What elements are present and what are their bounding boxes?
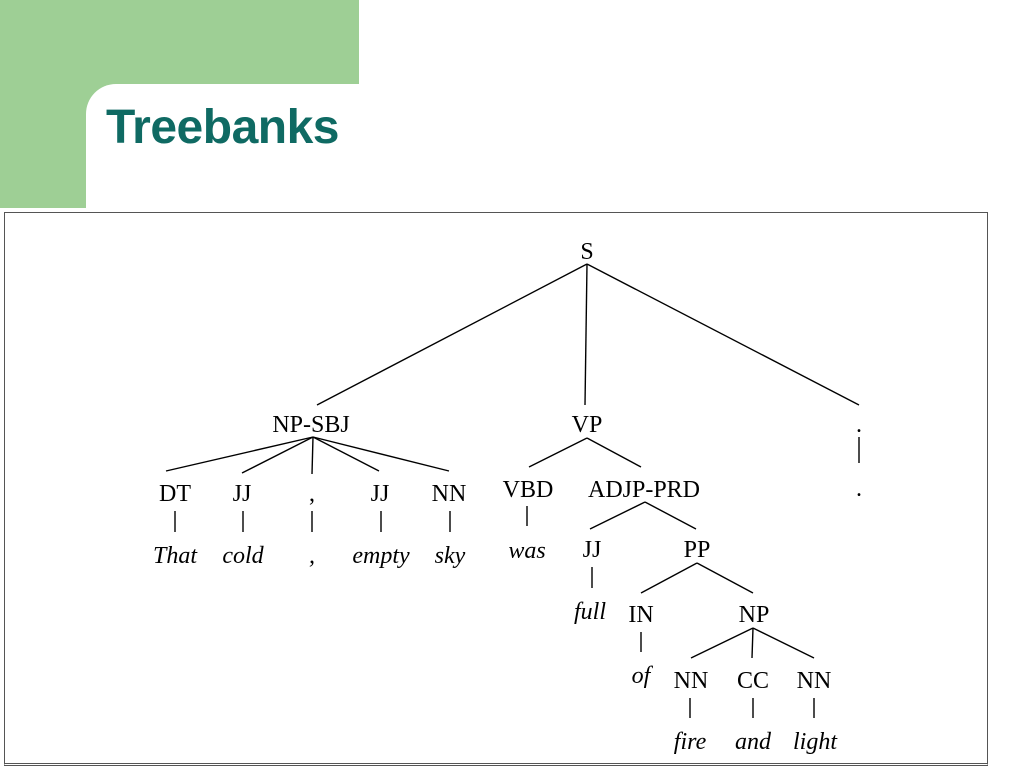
- tree-edge: [586, 437, 642, 468]
- node-in: IN: [628, 602, 653, 628]
- tree-edge: [584, 263, 588, 406]
- parse-tree-frame: S NP-SBJ VP.. DT JJ, JJ NN That cold, empty sky VBD…: [4, 212, 988, 766]
- tree-edge: [528, 437, 588, 468]
- node-jj-empty: JJ: [371, 481, 390, 507]
- word-light: light: [793, 729, 838, 755]
- node-comma-tag: ,: [309, 481, 315, 507]
- node-vbd: VBD: [503, 477, 554, 503]
- word-full: full: [574, 599, 606, 625]
- node-vp: VP: [572, 412, 603, 438]
- word-fire: fire: [674, 729, 707, 755]
- node-adjp-prd: ADJP-PRD: [588, 477, 700, 503]
- title-panel: [86, 84, 366, 210]
- node-np: NP: [739, 602, 770, 628]
- tree-edge: [586, 263, 860, 406]
- word-that: That: [153, 543, 198, 569]
- tree-edge: [311, 436, 314, 475]
- tree-edge: [640, 562, 698, 594]
- node-nn-sky: NN: [432, 481, 467, 507]
- node-jj-full: JJ: [583, 537, 602, 563]
- tree-edge: [241, 436, 314, 474]
- node-jj-cold: JJ: [233, 481, 252, 507]
- word-comma: ,: [309, 543, 315, 569]
- tree-edge: [312, 436, 450, 472]
- tree-edge: [312, 436, 380, 472]
- parse-tree-diagram: S NP-SBJ VP.. DT JJ, JJ NN That cold, empty sky VBD…: [153, 239, 862, 755]
- node-np-sbj: NP-SBJ: [272, 412, 349, 438]
- tree-edge: [751, 627, 754, 659]
- node-dt: DT: [159, 481, 191, 507]
- node-s: S: [580, 239, 593, 265]
- tree-edge: [690, 627, 754, 659]
- tree-labels: S NP-SBJ VP.. DT JJ, JJ NN That cold, empty sky VBD…: [153, 239, 862, 755]
- word-empty: empty: [352, 543, 410, 569]
- tree-edge: [644, 501, 697, 530]
- word-of: of: [632, 663, 654, 689]
- node-nn-light: NN: [797, 668, 832, 694]
- tree-edges: [165, 263, 860, 718]
- tree-edge: [696, 562, 754, 594]
- tree-edge: [589, 501, 646, 530]
- word-and: and: [735, 729, 772, 755]
- word-was: was: [508, 538, 545, 564]
- node-period-tag: .: [856, 412, 862, 438]
- node-pp: PP: [684, 537, 711, 563]
- node-cc: CC: [737, 668, 769, 694]
- slide-title: Treebanks: [106, 101, 339, 154]
- node-nn-fire: NN: [674, 668, 709, 694]
- tree-edge: [316, 263, 588, 406]
- word-period: .: [856, 476, 862, 502]
- tree-edge: [752, 627, 815, 659]
- tree-edge: [165, 436, 314, 472]
- word-cold: cold: [222, 543, 264, 569]
- word-sky: sky: [435, 543, 466, 569]
